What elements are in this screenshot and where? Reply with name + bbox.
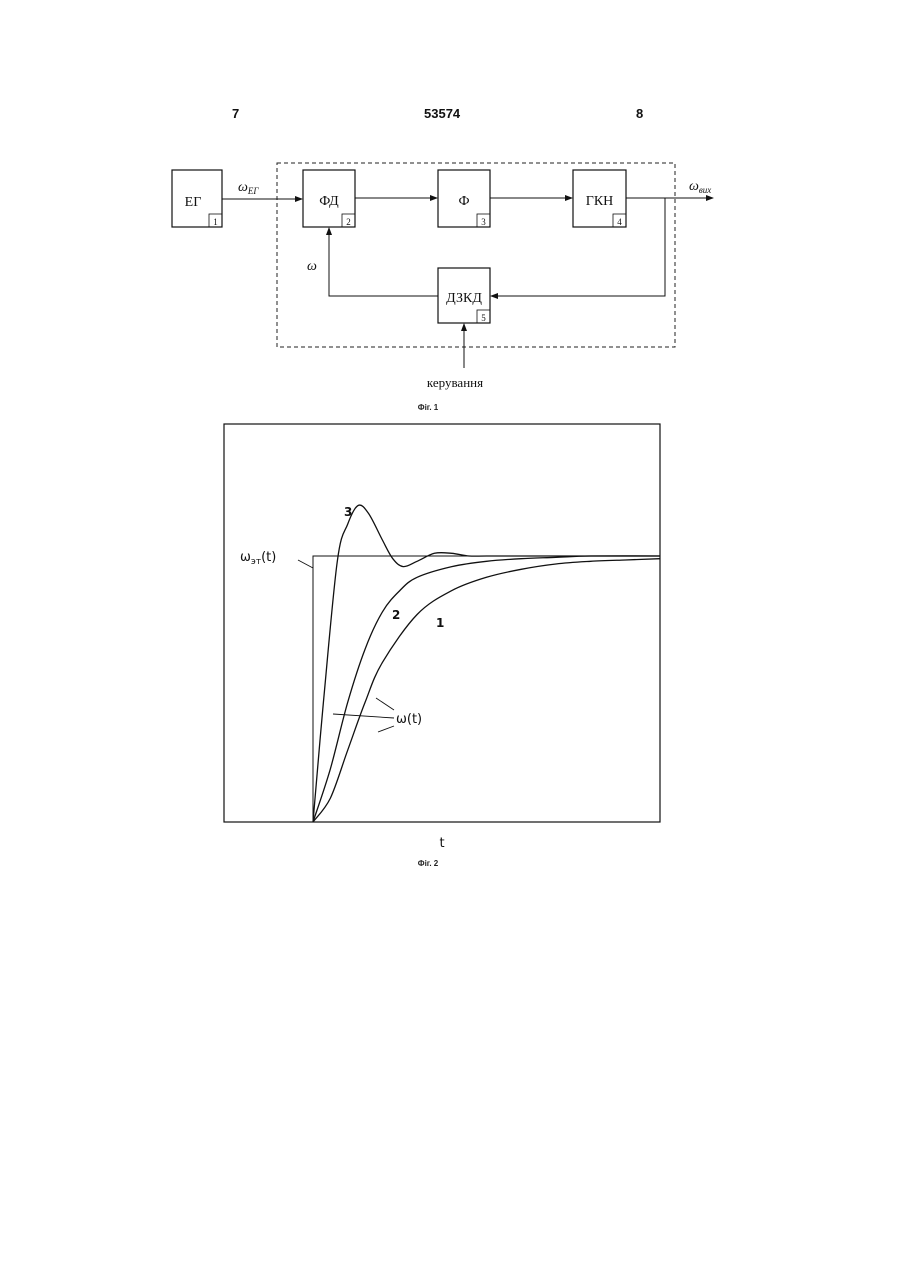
curve-3-line [313,505,660,822]
figure2-caption: Фіг. 2 [418,859,438,868]
block-f-label: Ф [458,194,469,209]
block-eg-label: ЕГ [185,195,202,210]
reference-step-line [313,556,660,822]
response-leader-line-1 [333,714,394,718]
feedback-line-dzkd-to-fd [329,228,438,296]
signal-feedback-label: ω [307,259,317,274]
curve-label-2: 2 [392,608,400,622]
block-dzkd-number: 5 [481,313,486,323]
block-f-number: 3 [481,217,486,227]
reference-leader-line [298,560,313,568]
figure2-chart: ωэт(t) ω(t) 1 2 3 t [0,400,901,880]
signal-input-label: ωЕГ [238,180,259,196]
curve-label-1: 1 [436,616,444,630]
curve-1-line [313,559,660,822]
response-signal-label: ω(t) [396,712,422,727]
reference-signal-label: ωэт(t) [240,550,276,567]
block-dzkd-label: ДЗКД [446,291,482,306]
signal-output-label: ωвих [689,179,711,195]
curve-label-3: 3 [344,505,352,519]
block-f: Ф 3 [438,170,490,227]
block-fd-number: 2 [346,217,351,227]
curve-2-line [313,556,660,822]
response-leader-line-2 [376,698,394,710]
block-fd-label: ФД [319,194,339,209]
block-fd: ФД 2 [303,170,355,227]
block-eg-number: 1 [213,217,218,227]
figure1-block-diagram: ЕГ 1 ФД 2 Ф 3 ГКН 4 ДЗКД 5 ωЕГ ωвих ω ке… [0,0,901,400]
control-label: керування [427,375,483,390]
response-leader-line-3 [378,726,394,732]
block-gkn: ГКН 4 [573,170,626,227]
dashed-enclosure [277,163,675,347]
block-dzkd: ДЗКД 5 [438,268,490,323]
x-axis-label: t [439,836,444,851]
block-gkn-number: 4 [617,217,622,227]
block-eg: ЕГ 1 [172,170,222,227]
block-gkn-label: ГКН [586,194,614,209]
feedback-line-gkn-to-dzkd [491,198,665,296]
